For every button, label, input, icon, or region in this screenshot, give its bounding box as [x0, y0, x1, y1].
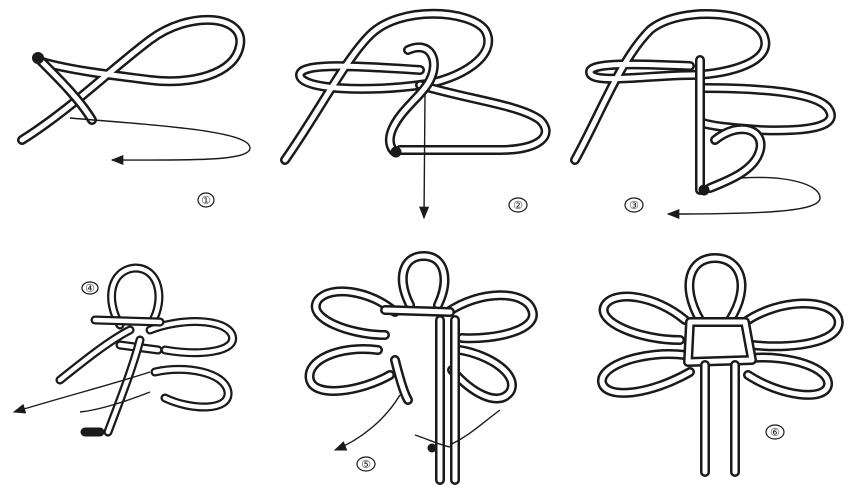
step-3-panel: ③	[575, 14, 831, 214]
step-1-cord	[22, 20, 240, 140]
svg-text:⑥: ⑥	[770, 426, 780, 439]
step-3-label: ③	[625, 198, 643, 212]
step-2-label: ②	[509, 198, 527, 212]
cord-end-marker	[699, 185, 710, 196]
cord-end-marker	[82, 428, 91, 437]
cord-end-marker	[32, 52, 44, 64]
svg-text:①: ①	[201, 194, 211, 207]
step-4-panel: ④	[14, 268, 233, 437]
step-4-direction-arrow	[14, 372, 150, 412]
step-1-label: ①	[198, 193, 214, 207]
step-6-cord	[602, 258, 839, 472]
step-5-direction-arrow-left	[335, 395, 400, 450]
step-1-direction-arrow	[70, 118, 250, 160]
step-1-panel: ①	[22, 20, 250, 207]
svg-text:②: ②	[513, 199, 523, 212]
step-2-direction-arrow	[424, 95, 425, 218]
step-3-cord	[575, 14, 831, 196]
svg-text:④: ④	[85, 282, 95, 295]
cord-end-marker	[428, 444, 437, 453]
step-2-cord	[285, 14, 546, 160]
svg-text:⑤: ⑤	[361, 458, 371, 471]
svg-text:③: ③	[629, 199, 639, 212]
step-2-panel: ②	[285, 14, 546, 218]
step-5-panel: ⑤	[310, 256, 533, 480]
step-6-panel: ⑥	[602, 258, 839, 472]
step-5-label: ⑤	[357, 457, 375, 471]
cord-end-marker	[391, 147, 402, 158]
step-3-direction-arrow	[668, 177, 820, 214]
step-4-label: ④	[82, 282, 98, 295]
step-6-label: ⑥	[766, 425, 784, 439]
